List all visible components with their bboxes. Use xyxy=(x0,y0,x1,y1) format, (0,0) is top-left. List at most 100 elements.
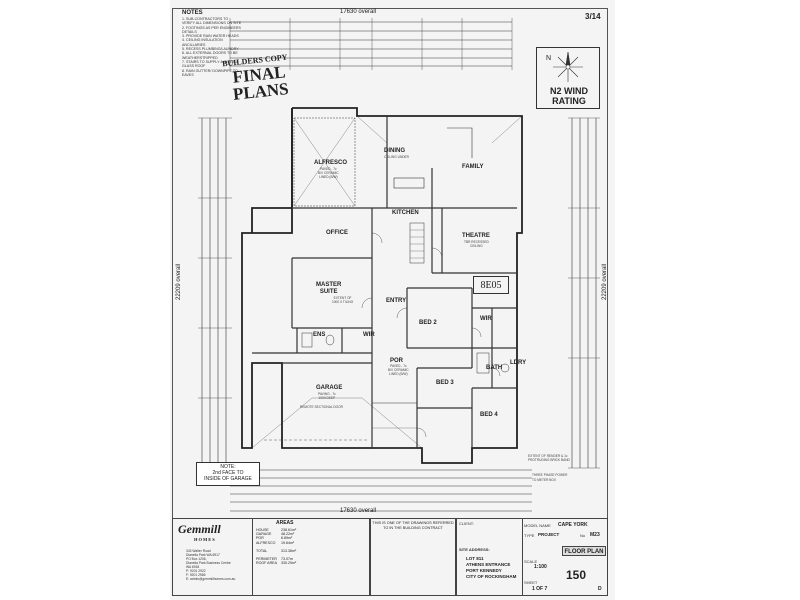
overall-bottom: 17630 overall xyxy=(340,508,377,514)
area-label: PERIMETER xyxy=(256,557,277,562)
note-box-line2: 2nd FACE TO xyxy=(212,470,244,476)
area-value: 313.36m² xyxy=(280,548,297,553)
address-line: P: 9201 2922 xyxy=(186,569,206,573)
job-number: 150 xyxy=(566,568,587,582)
logo-text: Gemmill xyxy=(178,522,221,536)
plan-number: M23 xyxy=(590,532,600,538)
areas-cell xyxy=(252,518,370,596)
area-value: 6.89m² xyxy=(280,536,293,541)
table-row: TOTAL 313.36m² xyxy=(254,545,298,553)
right-note-3: THREE PHASE POWER xyxy=(532,473,568,477)
type-label: TYPE xyxy=(524,533,535,538)
title-block xyxy=(172,518,608,596)
model-label: MODEL NAME xyxy=(524,523,551,528)
room-kitchen: KITCHEN xyxy=(392,210,419,216)
wind-rating-box xyxy=(536,47,600,109)
table-row: POR 6.89m² xyxy=(254,536,298,540)
alfresco-note: PAVED - 7c B/V CERAMIC LINED (B/W) xyxy=(318,167,339,179)
note-item: 3. PROVIDE RAIN WATER HEADS xyxy=(182,34,239,39)
theatre-note: TBR RECESSED CEILING xyxy=(464,240,489,248)
company-address: 343 Walter Road Dianella Park WA 6917 PO… xyxy=(186,549,246,581)
client-label: CLIENT: xyxy=(459,521,474,526)
area-label: ROOF AREA xyxy=(256,561,277,566)
notes-heading: NOTES xyxy=(182,10,203,16)
north-label: N xyxy=(546,55,552,62)
table-row: GARAGE 48.22m² xyxy=(254,532,298,536)
room-wir-master: WIR xyxy=(363,332,375,338)
contract-disclaimer: THIS IS ONE OF THE DRAWINGS REFERRED TO … xyxy=(372,521,454,530)
compass-rose-icon xyxy=(553,51,583,82)
right-note-1: EXTENT OF RENDER & 1c xyxy=(528,454,568,458)
number-label: No xyxy=(580,533,586,538)
revision: D xyxy=(598,586,602,592)
handwritten-mark: 8E05 xyxy=(473,276,509,294)
sheet-count: 1 OF 7 xyxy=(532,586,548,592)
logo-sub: HOMES xyxy=(194,537,216,542)
area-value: 19.64m² xyxy=(280,540,295,545)
room-alfresco: ALFRESCO xyxy=(314,160,347,166)
area-label: GARAGE xyxy=(256,532,272,537)
area-label: ALFRESCO xyxy=(256,540,276,545)
master-suite-line1: MASTER xyxy=(316,282,342,288)
room-bed-4: BED 4 xyxy=(480,412,498,418)
overall-right: 22209 overall xyxy=(602,263,608,300)
room-bed-3: BED 3 xyxy=(436,380,454,386)
address-line: 343 Walter Road xyxy=(186,549,211,553)
note-item: 2. FOOTINGS AS PER ENGINEERS DETAILS xyxy=(182,25,241,34)
final-plans-stamp: FINAL PLANS xyxy=(230,62,290,103)
note-item: 7. STAIRS TO SUPPLY & INSTALL GLASS ROOF xyxy=(182,59,238,69)
garage-note: PAVING - 7c 1000 DEEP xyxy=(318,392,336,400)
table-row: ALFRESCO 19.64m² xyxy=(254,541,298,545)
room-office: OFFICE xyxy=(326,230,348,236)
floor-plan-drawing xyxy=(198,18,600,512)
overall-left: 22209 overall xyxy=(176,263,182,300)
sheet-label: SHEET xyxy=(524,580,538,585)
street-name: ATHENS ENTRANCE xyxy=(466,562,511,567)
room-dining: DINING xyxy=(384,148,405,154)
garage-face-note: NOTE: 2nd FACE TO INSIDE OF GARAGE xyxy=(196,462,260,486)
note-item: 5. RECESS PLUMBING/LAUNDRY xyxy=(182,47,239,52)
room-family: FAMILY xyxy=(462,164,484,170)
room-ens: ENS xyxy=(313,332,326,338)
right-note-4: TO METER BOX xyxy=(532,478,557,482)
area-value: 48.22m² xyxy=(280,532,295,537)
address-line: E: admin@gemmillhomes.com.au xyxy=(186,577,236,581)
room-theatre: THEATRE xyxy=(462,233,490,239)
suburb: PORT KENNEDY xyxy=(466,568,502,573)
note-box-line3: INSIDE OF GARAGE xyxy=(204,476,252,482)
area-label: TOTAL xyxy=(256,548,268,553)
wind-rating-line2: RATING xyxy=(552,96,586,106)
wind-rating-label: N2 WIND RATING xyxy=(540,86,598,106)
area-value: 330.29m² xyxy=(280,561,297,566)
area-value: 73.07m xyxy=(280,557,293,562)
sheet-number: 3/14 xyxy=(585,12,601,21)
master-note: EXTENT OF 1000 X TILING xyxy=(332,296,354,304)
room-bath: BATH xyxy=(486,365,503,371)
note-item: 4. CEILING INSULATION ANCILLARIES xyxy=(182,38,223,47)
scale-value: 1:100 xyxy=(534,564,547,570)
address-line: Dianella Park WA 6917 xyxy=(186,553,220,557)
room-master-suite: MASTER SUITE xyxy=(316,282,341,296)
wind-rating-line1: N2 WIND xyxy=(550,86,588,96)
address-line: Dianella Park Business Centre xyxy=(186,561,231,565)
por-note: PAVED - 7c B/V CERAMIC LINED (B/W) xyxy=(388,364,409,376)
garage-door-note: REMOTE SECTIONAL DOOR xyxy=(300,405,343,409)
room-ldry: LDRY xyxy=(510,360,527,366)
scale-label: SCALE xyxy=(524,559,538,564)
type-value: PROJECT xyxy=(538,532,560,537)
area-value: 238.61m² xyxy=(280,528,297,532)
notes-list: 1. SUB-CONTRACTORS TO VERIFY ALL DIMENSI… xyxy=(182,17,242,77)
lot-number: LOT 811 xyxy=(466,556,484,561)
note-item: 6. ALL EXTERNAL DOORS TO BE WEATHERSTRIP… xyxy=(182,51,238,60)
overall-top: 17630 overall xyxy=(340,9,377,15)
address-line: F: 9201 2966 xyxy=(186,573,206,577)
master-suite-line2: SUITE xyxy=(319,289,338,295)
area-label: POR xyxy=(256,536,264,541)
dining-note: CEILING UNDER xyxy=(384,155,409,159)
site-address-label: SITE ADDRESS: xyxy=(459,547,490,552)
areas-title: AREAS xyxy=(276,520,294,526)
right-note-2: PROTRUDING BRICK BAND xyxy=(528,458,570,462)
